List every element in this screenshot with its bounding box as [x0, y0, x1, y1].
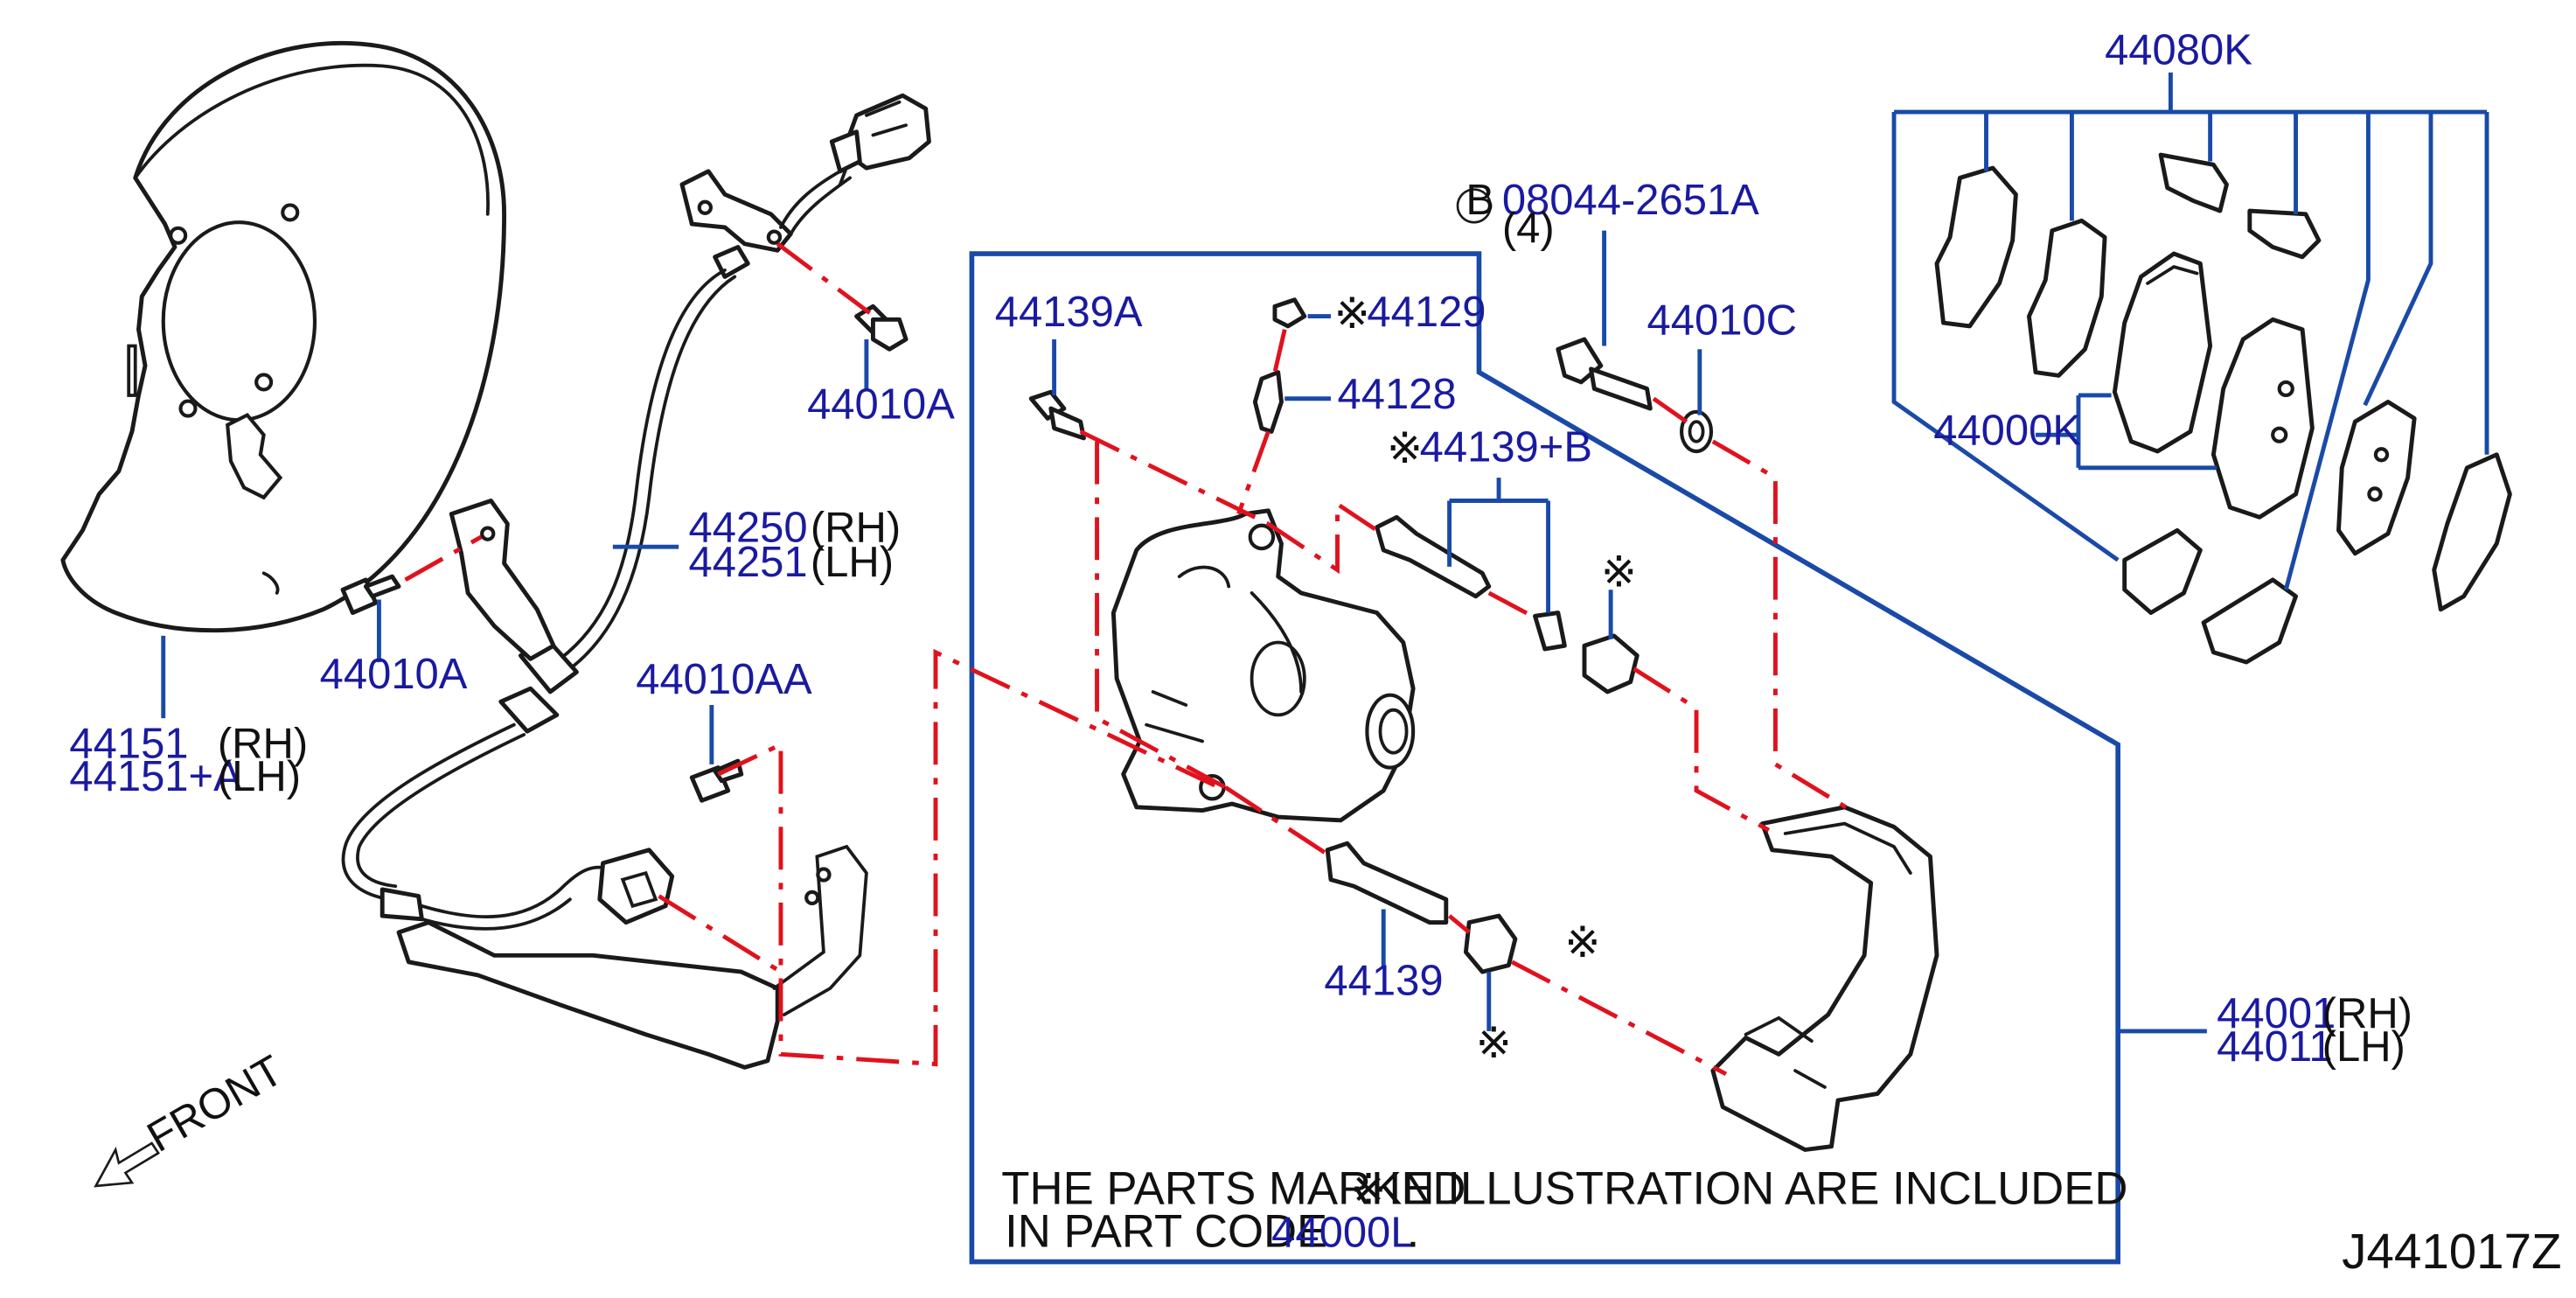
asterisk-boot-upper: ※ [1601, 548, 1637, 596]
assembly-dash-lines [404, 241, 1853, 1077]
washer-44010C-drawing [1680, 409, 1714, 454]
label-08044-2651A: 08044-2651A [1502, 177, 1759, 224]
cap-44129-drawing [1272, 297, 1307, 329]
note-line2-code: 44000L [1271, 1210, 1414, 1257]
diagram-code: J441017Z [2342, 1224, 2561, 1279]
leader-lines [161, 72, 2489, 1034]
label-44139: 44139 [1324, 957, 1443, 1004]
label-44010C: 44010C [1647, 297, 1797, 344]
note-line1-b: IN ILLUSTRATION ARE INCLUDED [1389, 1163, 2128, 1215]
label-44151A-side: (LH) [218, 753, 301, 800]
label-44001-side: (RH) [2322, 990, 2412, 1037]
bolt-b-circle [1456, 188, 1492, 224]
note-line2-a: IN PART CODE [1005, 1206, 1327, 1258]
asterisk-boot-bottom: ※ [1476, 1020, 1512, 1067]
label-44128: 44128 [1337, 371, 1456, 418]
label-44251-side: (LH) [811, 539, 894, 586]
note-line2-end: . [1407, 1206, 1420, 1258]
label-bolt-b-qty: (4) [1502, 205, 1555, 252]
caliper-body-drawing [1110, 508, 1416, 823]
pin-44139B-drawing [1375, 514, 1492, 599]
asterisk-boot-lower: ※ [1564, 919, 1600, 967]
label-44010A-left: 44010A [320, 651, 468, 698]
boot-44139-drawing [1463, 913, 1518, 974]
label-44010A-top: 44010A [807, 380, 955, 428]
front-label: FRONT [140, 1047, 291, 1162]
label-44011-side: (LH) [2322, 1023, 2405, 1071]
boot-44139B-drawing [1533, 611, 1640, 694]
bolt-b-drawing [1556, 337, 1653, 411]
label-44001: 44001 [2217, 990, 2336, 1037]
label-44250-side: (RH) [811, 505, 901, 552]
label-44080K: 44080K [2105, 26, 2252, 73]
label-44251: 44251 [688, 539, 807, 586]
asterisk-44139B: ※ [1387, 425, 1423, 472]
front-arrow-icon [94, 1141, 160, 1188]
dust-shield-drawing [60, 40, 507, 633]
bleeder-44128-drawing [1252, 370, 1284, 434]
label-44011: 44011 [2217, 1023, 2333, 1071]
note-asterisk: ※ [1351, 1167, 1387, 1214]
label-44000K: 44000K [1933, 407, 2081, 454]
caliper-assembly-frame [969, 251, 2120, 1265]
label-44250: 44250 [688, 505, 807, 552]
bolt-b-circle-letter: B [1466, 177, 1494, 224]
note-line1-a: THE PARTS MARKED [1001, 1163, 1466, 1215]
label-44010AA: 44010AA [636, 656, 812, 703]
caliper-bracket-drawing [1710, 805, 1939, 1152]
asterisk-44129: ※ [1334, 290, 1370, 338]
bolt-44010A-left-drawing [340, 574, 401, 616]
label-44129: 44129 [1367, 289, 1486, 336]
pad-hardware-drawing [1934, 152, 2512, 665]
label-44151A: 44151+A [69, 753, 242, 800]
pin-44139-drawing [1325, 841, 1449, 925]
label-44139B: 44139+B [1420, 423, 1592, 471]
label-44151: 44151 [69, 720, 188, 767]
label-44151-side: (RH) [218, 720, 308, 767]
bolt-44010A-top-drawing [854, 304, 909, 352]
bolt-44139A-drawing [1028, 389, 1086, 441]
label-44139A: 44139A [995, 289, 1143, 336]
